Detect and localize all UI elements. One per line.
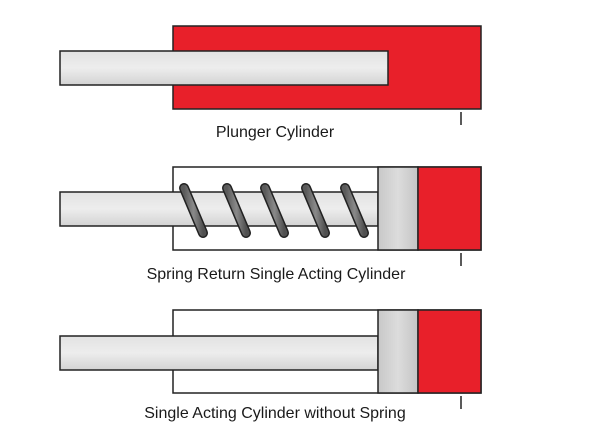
plunger-cylinder: Plunger Cylinder xyxy=(59,25,482,141)
spring-coil xyxy=(261,184,288,237)
spring-return-caption: Spring Return Single Acting Cylinder xyxy=(147,266,406,283)
no-spring-rod xyxy=(59,335,379,371)
no-spring-caption: Single Acting Cylinder without Spring xyxy=(144,405,405,422)
spring-coil xyxy=(302,184,329,237)
spring-coil xyxy=(341,184,368,237)
spring-coil xyxy=(180,184,207,237)
plunger-caption: Plunger Cylinder xyxy=(216,124,335,141)
no-spring-cylinder: Single Acting Cylinder without Spring xyxy=(59,309,482,422)
spring-return-rod xyxy=(59,191,379,227)
spring-return-piston xyxy=(377,166,419,251)
spring-coil xyxy=(223,184,250,237)
return-spring xyxy=(179,183,369,238)
no-spring-pressure-chamber xyxy=(417,309,482,394)
no-spring-piston xyxy=(377,309,419,394)
spring-return-cylinder: Spring Return Single Acting Cylinder xyxy=(59,166,482,283)
plunger-rod xyxy=(59,50,389,86)
spring-return-pressure-chamber xyxy=(417,166,482,251)
